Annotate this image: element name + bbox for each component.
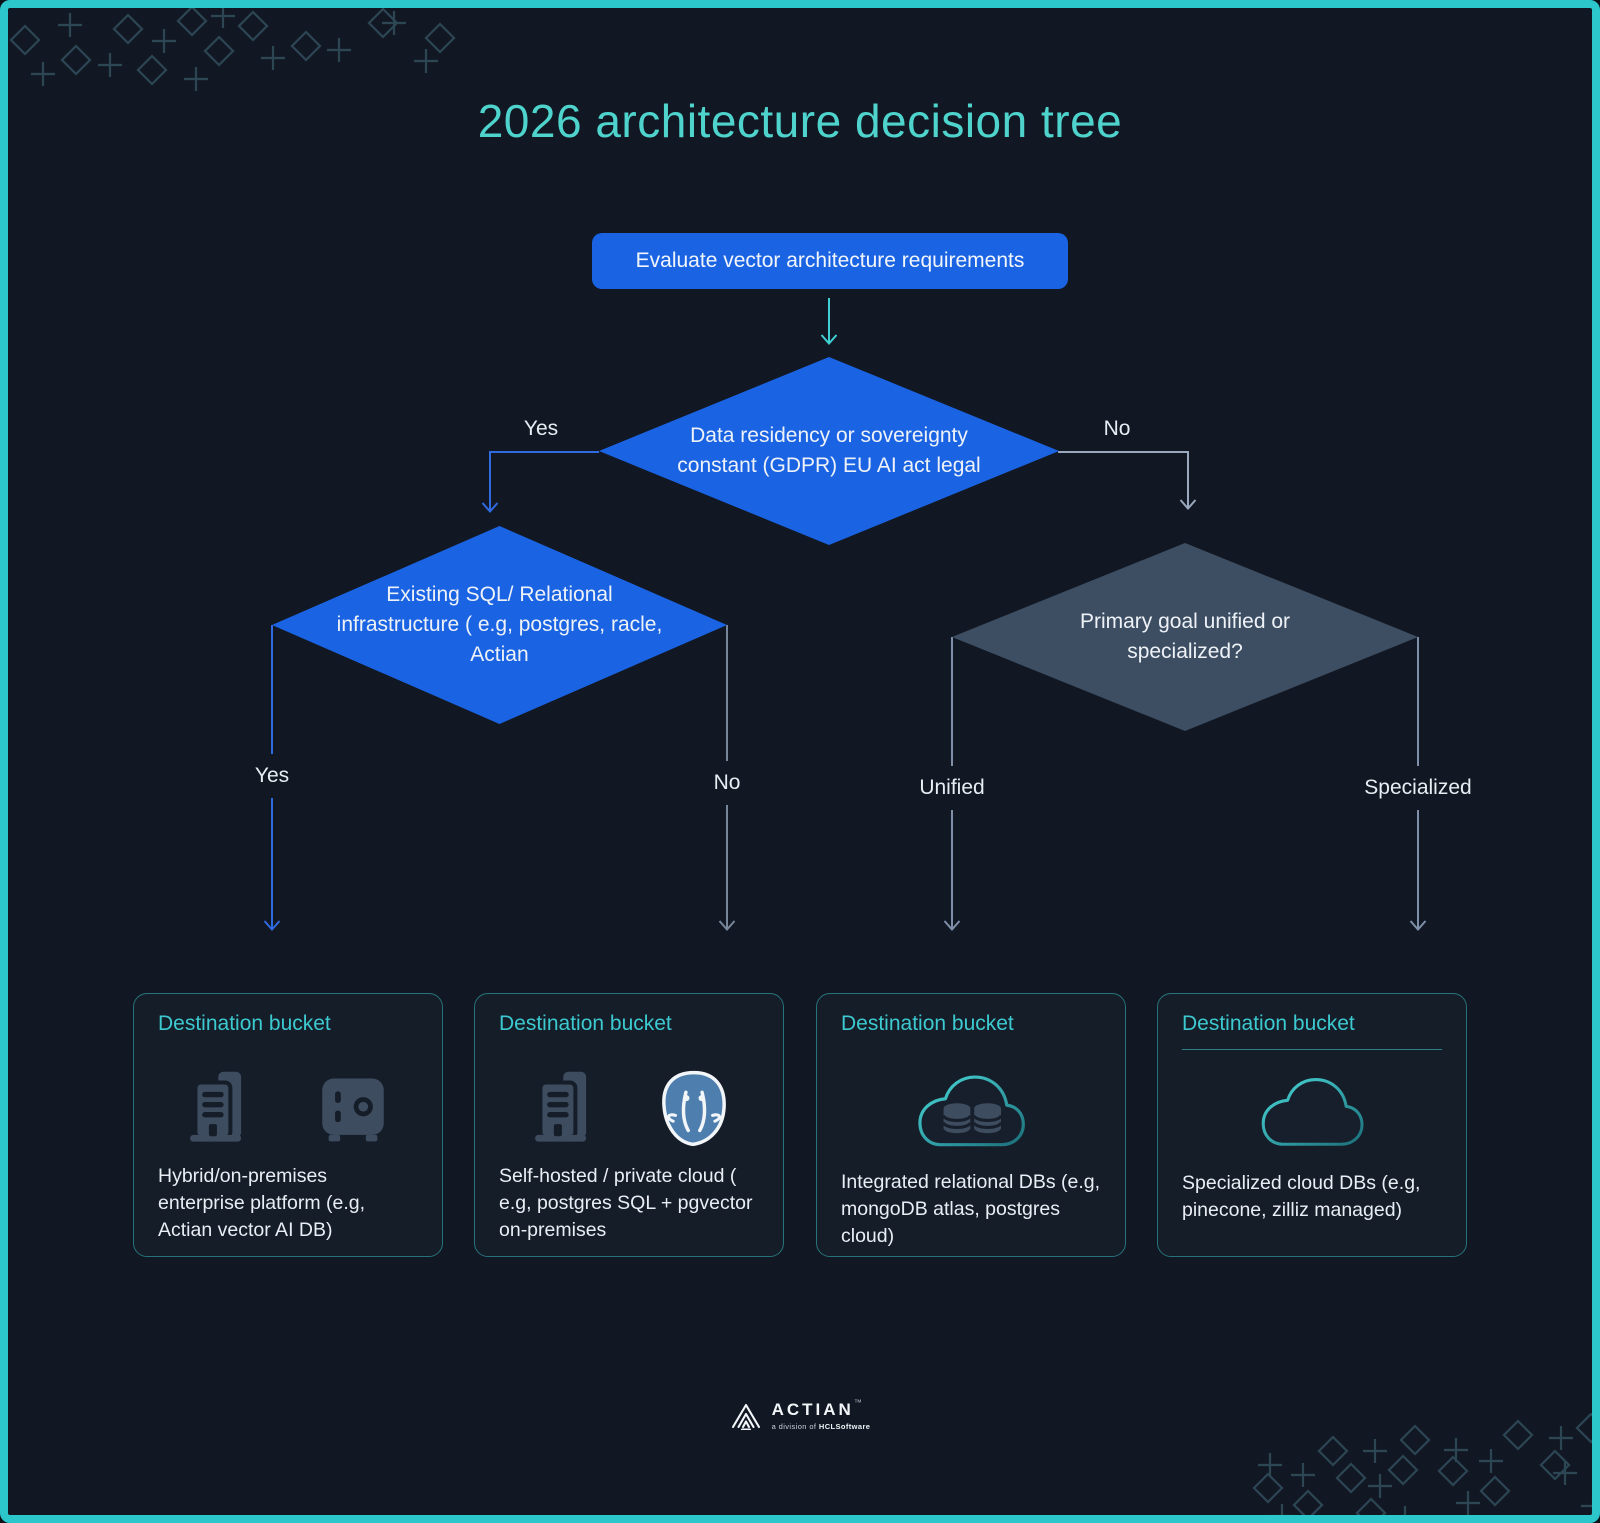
bucket-icons [499,1065,759,1151]
start-node: Evaluate vector architecture requirement… [592,233,1068,289]
cloud-database-icon [918,1074,1025,1146]
branch-label-d1-yes: Yes [523,417,559,440]
footer-brand: ACTIAN ™ a division of HCLSoftware [8,1398,1592,1431]
destination-bucket-specialized: Destination bucket Specialized cloud DBs… [1157,993,1467,1257]
bucket-title: Destination bucket [841,1012,1014,1035]
decision-data-residency: Data residency or sovereignty constant (… [599,357,1059,545]
bucket-description: Integrated relational DBs (e.g, mongoDB … [841,1171,1101,1247]
start-node-label: Evaluate vector architecture requirement… [635,249,1025,272]
bucket-description: Specialized cloud DBs (e.g, pinecone, zi… [1182,1172,1421,1221]
decision-existing-sql: Existing SQL/ Relational infrastructure … [272,526,727,724]
divider [1182,1049,1442,1050]
bucket-title: Destination bucket [1182,1012,1355,1035]
decision-primary-goal-label: Primary goal unified or specialized? [1079,610,1291,663]
tagline-brand: HCLSoftware [818,1422,871,1431]
office-building-icon [535,1071,587,1142]
branch-label-d2-no: No [701,761,753,805]
decision-data-residency-label: Data residency or sovereignty constant (… [677,424,981,477]
bucket-icons [158,1065,418,1151]
bucket-description: Self-hosted / private cloud ( e.g, postg… [499,1165,753,1241]
actian-logo-icon [731,1403,760,1430]
corner-pattern-top-left [9,8,456,93]
bucket-icons [841,1065,1101,1157]
bucket-icons [1182,1066,1442,1158]
page-title: 2026 architecture decision tree [477,95,1123,147]
branch-label-d1-no: No [1103,417,1131,440]
branch-label-unified: Unified [907,766,997,810]
bucket-title: Destination bucket [499,1012,672,1035]
destination-bucket-self-hosted: Destination bucket [474,993,784,1257]
cloud-icon [1261,1077,1364,1146]
destination-bucket-hybrid: Destination bucket [133,993,443,1257]
branch-label-specialized: Specialized [1352,766,1484,810]
decision-existing-sql-label: Existing SQL/ Relational infrastructure … [336,583,663,666]
bucket-description: Hybrid/on-premises enterprise platform (… [158,1165,366,1241]
brand-name: ACTIAN [771,1400,854,1419]
safe-icon [322,1078,384,1142]
brand-tagline: a division of HCLSoftware [771,1422,871,1431]
branch-label-d2-yes: Yes [242,754,302,798]
destination-bucket-integrated: Destination bucket [816,993,1126,1257]
bucket-title: Destination bucket [158,1012,331,1035]
brand-text-block: ACTIAN ™ a division of HCLSoftware [771,1398,871,1431]
postgresql-elephant-icon [662,1070,726,1146]
decision-primary-goal: Primary goal unified or specialized? [952,543,1418,731]
trademark-symbol: ™ [853,1398,862,1407]
office-building-icon [190,1071,242,1142]
